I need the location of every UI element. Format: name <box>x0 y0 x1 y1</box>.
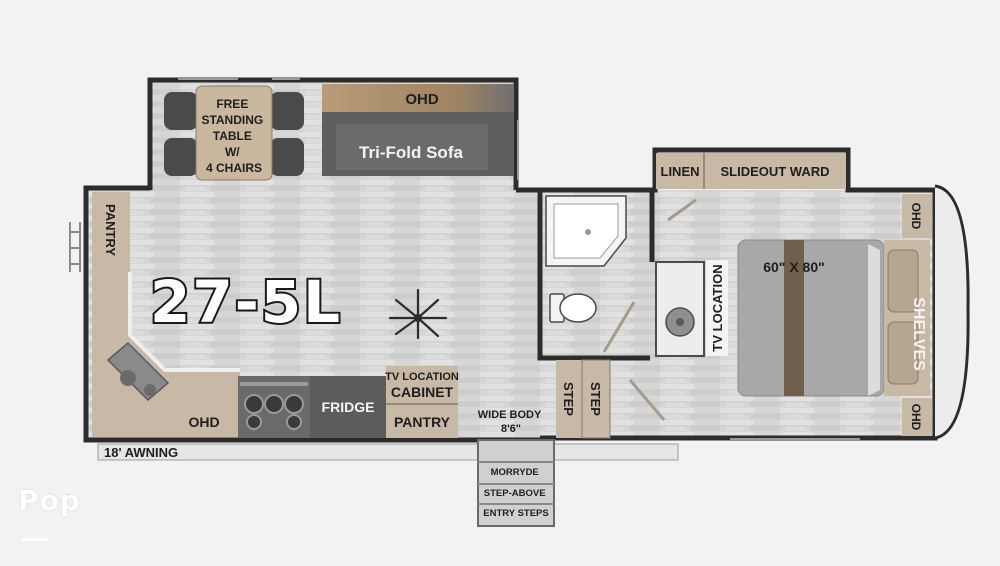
wide-body-label: WIDE BODY <box>478 409 542 421</box>
linen <box>656 153 704 189</box>
awning-label: 18' AWNING <box>104 445 178 460</box>
dining-area: FREE STANDING TABLE W/ 4 CHAIRS <box>164 85 304 181</box>
main-outer-wall <box>83 185 540 443</box>
sofa-area: OHD Tri-Fold Sofa <box>322 84 514 176</box>
shelves-label: SHELVES <box>910 297 927 371</box>
table-label-line5: 4 CHAIRS <box>206 161 262 175</box>
fridge-label: FRIDGE <box>322 399 375 415</box>
tv-location-bath-label: TV LOCATION <box>710 264 725 351</box>
model-name: 27-5L <box>150 268 342 336</box>
table-label-line1: FREE <box>216 97 248 111</box>
tv-location-bath <box>706 260 728 356</box>
sink-icon <box>106 341 170 402</box>
fridge <box>310 376 386 438</box>
table-label-line2: STANDING <box>201 113 263 127</box>
watermark-underline <box>22 538 48 541</box>
front-cap <box>934 184 970 440</box>
table-label-line4: W/ <box>225 145 240 159</box>
living-slideout-wall <box>147 77 519 190</box>
wide-body-dimension: 8'6" <box>501 423 521 435</box>
bed: 60" X 80" <box>737 239 885 397</box>
vanity <box>655 261 705 357</box>
stove-icon <box>238 376 310 438</box>
awning <box>97 443 679 461</box>
ohd-bed-bottom-label: OHD <box>909 404 923 431</box>
pantry-left <box>92 192 130 272</box>
entry-steps: MORRYDE STEP-ABOVE ENTRY STEPS <box>477 439 555 527</box>
kitchen-counter-edge <box>128 272 240 372</box>
ohd-bed-top-label: OHD <box>909 203 923 230</box>
svg-text:MORRYDE STEP-ABOVE: MORRYDE STEP-ABOVE ENTRY STEPS <box>483 467 548 519</box>
toilet-icon <box>549 293 597 323</box>
entry-steps-model: STEP-ABOVE <box>484 488 546 499</box>
chair <box>270 138 304 176</box>
svg-text:WIDE BODY 8'6": WIDE BODY 8'6" <box>478 409 544 435</box>
door-swing <box>602 301 636 353</box>
slideout-ward-label: SLIDEOUT WARD <box>720 164 829 179</box>
dining-table <box>195 85 273 181</box>
slideout-ward <box>704 153 846 189</box>
sofa-label: Tri-Fold Sofa <box>359 143 463 162</box>
ohd-bed-top <box>902 194 932 238</box>
pantry-kitchen-label: PANTRY <box>394 414 451 430</box>
windows <box>178 78 860 440</box>
tv-cabinet <box>386 366 458 438</box>
entry-steps-label: ENTRY STEPS <box>483 508 548 519</box>
table-label-line3: TABLE <box>213 129 252 143</box>
cabinet-label: CABINET <box>391 384 454 400</box>
door-swing <box>667 198 697 222</box>
entry-steps-brand: MORRYDE <box>491 467 539 478</box>
door-swing <box>628 379 666 421</box>
shower-icon <box>545 195 627 267</box>
step-right-label: STEP <box>588 382 603 416</box>
tv-location-cabinet-label: TV LOCATION <box>385 371 459 383</box>
rear-ladder <box>69 222 81 272</box>
step-left <box>556 360 582 438</box>
ohd-top-label: OHD <box>405 91 439 108</box>
pantry-left-label: PANTRY <box>103 204 118 256</box>
svg-text:FREE STANDING TABL: FREE STANDING TABLE W/ 4 CHAIRS <box>201 97 266 175</box>
bedroom-outer-wall <box>516 187 650 361</box>
linen-label: LINEN <box>661 164 700 179</box>
step-left-label: STEP <box>561 382 576 416</box>
ohd-bed-bottom <box>902 398 932 436</box>
ohd-top <box>322 84 514 114</box>
bed-size-label: 60" X 80" <box>763 259 825 275</box>
chair <box>270 92 304 130</box>
bed-runner <box>784 240 804 396</box>
step-right <box>581 359 611 439</box>
sofa-cushion <box>336 124 488 170</box>
ceiling-fan-icon <box>388 288 448 340</box>
chair <box>164 138 198 176</box>
chair <box>164 92 198 130</box>
ohd-kitchen-label: OHD <box>188 414 219 430</box>
watermark-logo: Pop <box>18 484 81 517</box>
